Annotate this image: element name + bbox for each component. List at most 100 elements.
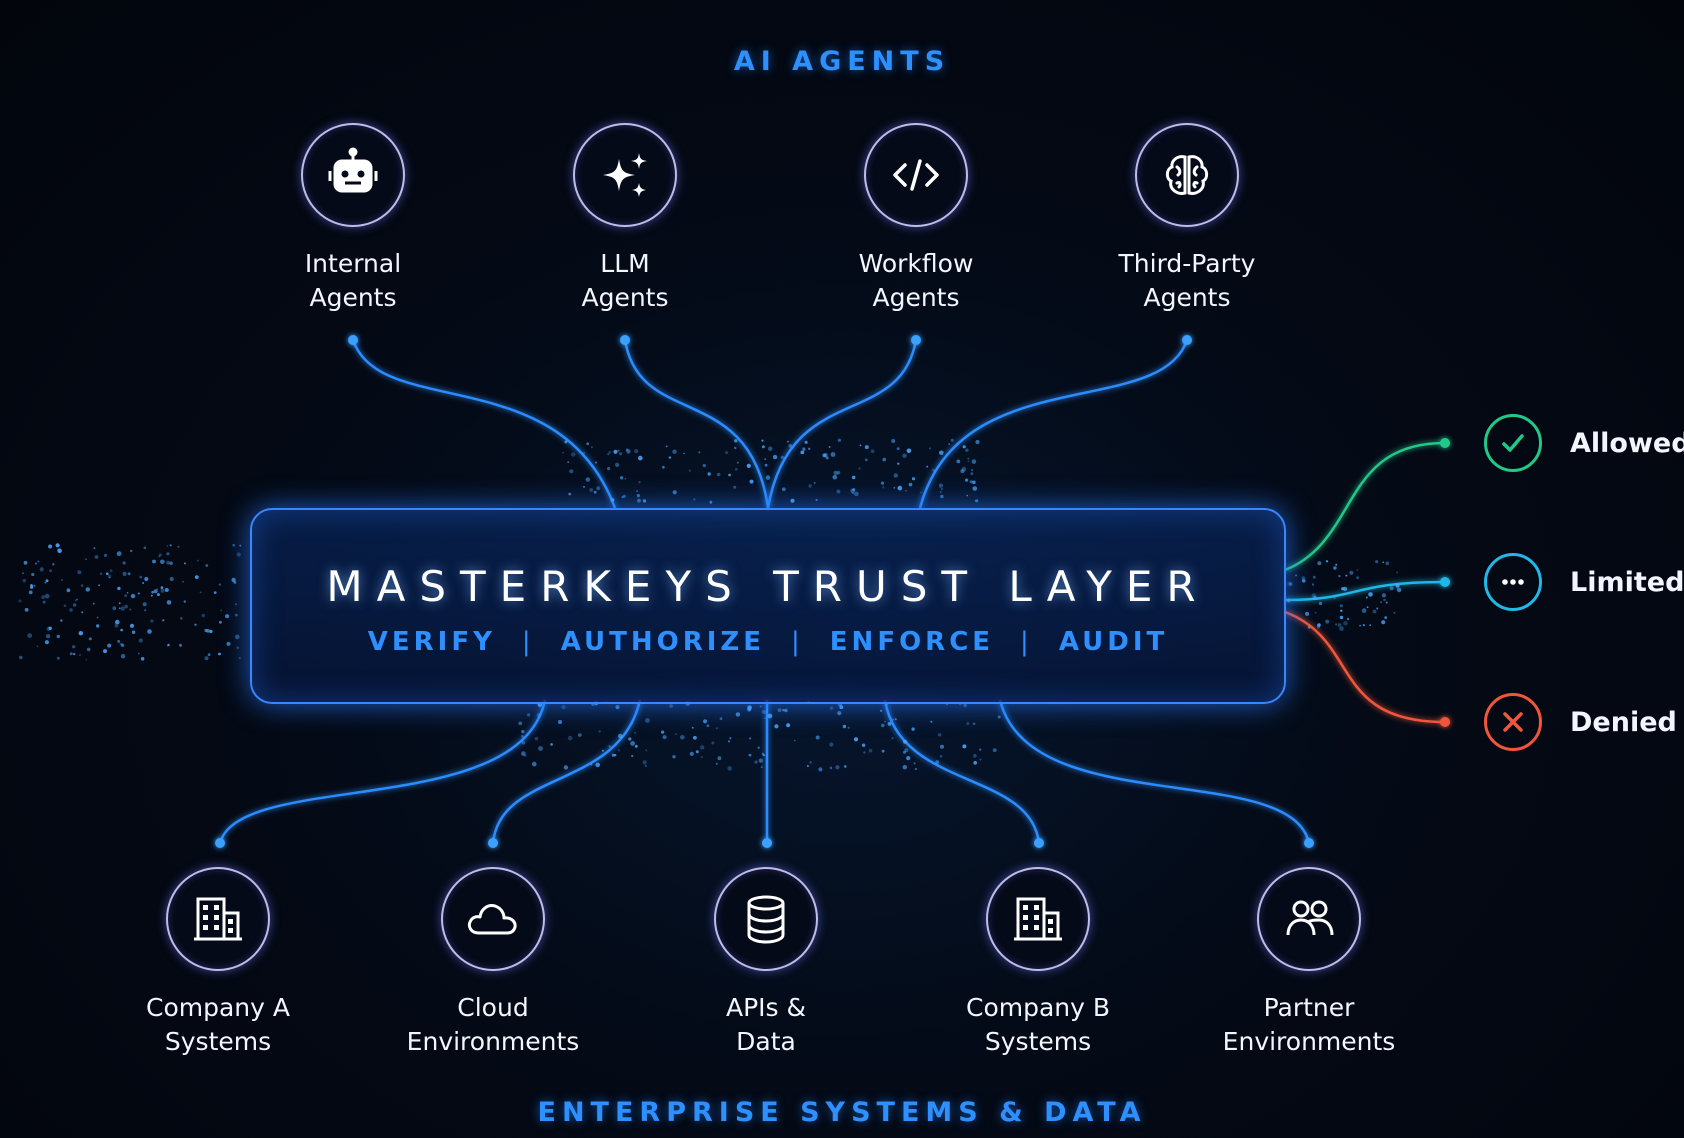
particle [637,498,641,503]
particle [115,619,120,625]
particle [619,452,623,456]
particle [972,480,976,485]
particle [79,654,81,656]
particle [965,448,969,452]
particle [156,593,160,597]
particle [815,735,820,740]
particle [707,472,711,476]
particle [754,760,758,764]
particle [60,619,63,622]
particle [1346,617,1350,621]
particle [802,448,806,452]
particle [1318,601,1323,606]
system-label: APIs & Data [725,993,807,1056]
particle [749,737,752,740]
particle [1312,575,1316,579]
particle [634,744,638,748]
particle [897,485,903,491]
particle [88,637,92,641]
particle [1366,606,1369,609]
particle [615,462,620,467]
particle [166,600,172,605]
particle [1368,592,1373,597]
particle [120,628,123,632]
particle [1396,571,1399,574]
particle [861,743,866,747]
particle [166,552,170,556]
particle [44,593,50,599]
particle [1384,616,1388,619]
particle [611,753,615,757]
particle [30,584,33,587]
particle [66,588,71,593]
wire-company-a [218,699,547,844]
particle [1317,561,1322,566]
outcome-label: Limited [1570,566,1684,598]
particle [727,766,732,771]
particle [962,445,966,449]
particle [905,489,907,492]
particle [610,498,615,502]
particle [808,447,811,450]
particle [882,457,886,462]
particle [183,562,186,565]
particle [183,600,186,603]
database-icon [714,867,818,971]
particle [970,472,974,476]
particle [1313,596,1317,600]
particle [84,558,87,561]
wire-dot [1440,438,1450,448]
ellipsis-icon [1484,553,1542,611]
particle [764,717,766,720]
system-label: Cloud Environments [406,993,580,1056]
particle [120,606,125,611]
particle [997,715,1001,719]
particle [852,492,855,495]
particle [736,461,739,464]
particle [607,453,610,456]
particle [992,748,997,752]
particle [1372,609,1377,614]
wire-dot [911,335,921,345]
particle [972,722,976,725]
particle [28,590,33,595]
particle [72,645,76,649]
particle [1295,574,1297,577]
particle [815,498,818,502]
particle [76,598,78,601]
particle [800,450,805,455]
particle [563,765,569,770]
particle [1317,623,1321,627]
particle [733,485,737,489]
particle [621,496,624,499]
agent-llm: LLM Agents [505,123,745,315]
particle [86,647,91,652]
particle [39,567,44,572]
particle [698,451,701,454]
particle [728,473,731,477]
particle [570,452,576,457]
particle [207,653,211,657]
particle [749,479,754,484]
particle [939,491,942,493]
particle [930,720,933,723]
particle [194,575,199,579]
particle [23,560,28,565]
wire-allowed [1284,441,1446,572]
particle [1375,560,1379,564]
wire-dot [1440,577,1450,587]
particle [126,591,129,594]
wire-dot [1034,838,1044,848]
particle [645,749,648,752]
particle [782,709,785,712]
particle [103,649,107,654]
particle [139,575,143,579]
particle [1305,611,1310,616]
particle [836,470,841,475]
wire-dot [1304,838,1314,848]
particle [613,449,618,454]
system-label: Company A Systems [146,993,290,1056]
wire-cloud [491,699,642,844]
particle [837,711,842,716]
